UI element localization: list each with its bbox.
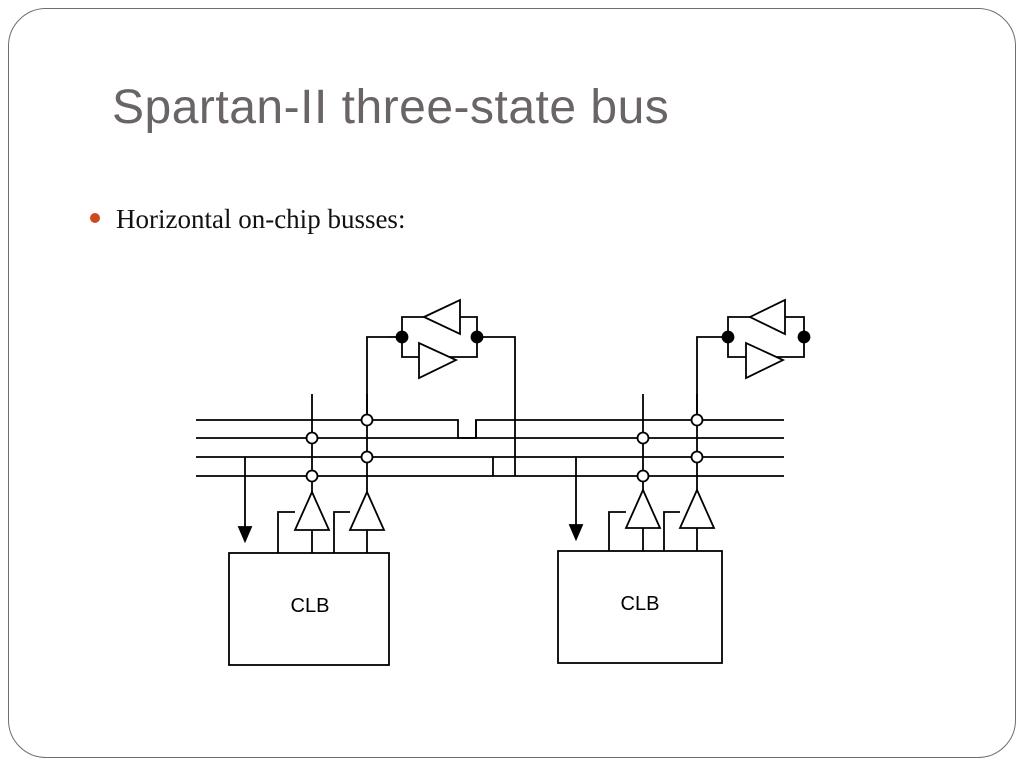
bullet-item: Horizontal on-chip busses:	[90, 204, 405, 235]
bus-lines	[196, 419, 784, 477]
bullet-marker	[90, 212, 100, 223]
right-drivers	[568, 394, 716, 551]
bidirectional-buffer-left	[366, 298, 516, 476]
bullet-text: Horizontal on-chip busses:	[116, 204, 406, 234]
slide-frame	[8, 8, 1016, 758]
clb-block-right	[557, 550, 723, 664]
bus-line-3	[196, 456, 515, 477]
clb-label-right: CLB	[621, 593, 660, 615]
slide-title: Spartan-II three-state bus	[112, 81, 670, 134]
bus-line-2	[196, 420, 477, 439]
bidirectional-buffer-right	[696, 298, 811, 420]
clb-label-left: CLB	[291, 595, 330, 617]
left-drivers	[237, 394, 386, 553]
clb-block-left	[228, 552, 390, 666]
